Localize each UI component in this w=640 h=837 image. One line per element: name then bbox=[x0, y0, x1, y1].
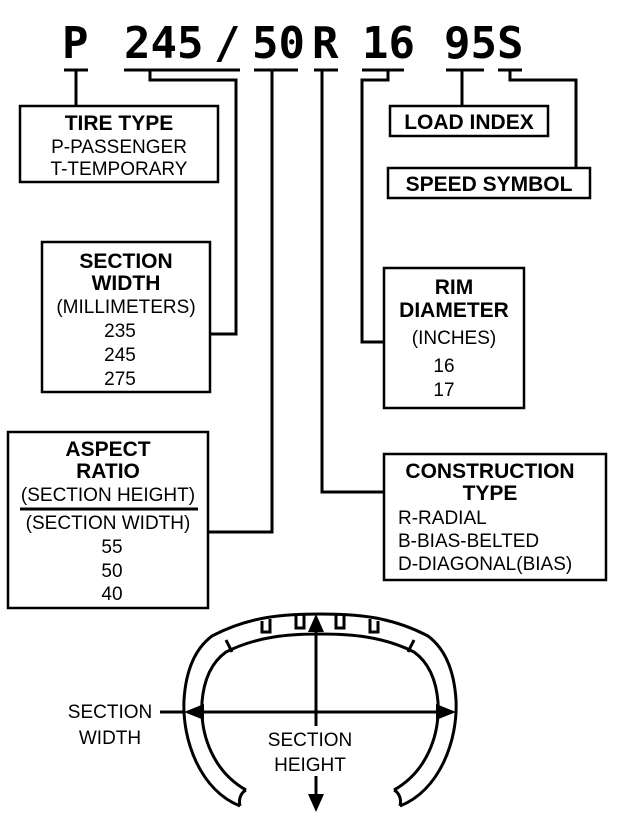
aspect-ratio-value: 40 bbox=[101, 584, 122, 605]
speed-symbol-frame bbox=[386, 166, 592, 200]
connector-lines bbox=[74, 70, 578, 534]
aspect-ratio-value: 55 bbox=[101, 537, 122, 558]
tire-type-frame bbox=[18, 104, 220, 184]
section-height-label-bg bbox=[262, 726, 358, 776]
aspect-ratio-box: ASPECT RATIO (SECTION HEIGHT) (SECTION W… bbox=[6, 430, 210, 610]
rim-diameter-title-1: RIM bbox=[435, 276, 474, 299]
speed-symbol-title: SPEED SYMBOL bbox=[406, 173, 573, 196]
tire-type-box: TIRE TYPE P-PASSENGER T-TEMPORARY bbox=[18, 104, 220, 184]
section-height-label-2: HEIGHT bbox=[274, 755, 346, 776]
aspect-ratio-numerator: (SECTION HEIGHT) bbox=[21, 485, 195, 506]
connector-section-width bbox=[148, 70, 238, 336]
tire-bead-right bbox=[393, 788, 402, 807]
section-width-label-1: SECTION bbox=[68, 702, 152, 723]
aspect-ratio-denominator: (SECTION WIDTH) bbox=[26, 513, 191, 534]
aspect-ratio-title-1: ASPECT bbox=[65, 438, 150, 461]
section-width-label-2: WIDTH bbox=[79, 728, 141, 749]
tire-type-line-2: T-TEMPORARY bbox=[51, 159, 188, 180]
load-index-frame bbox=[388, 104, 550, 138]
tread-shoulder-right bbox=[406, 639, 416, 653]
aspect-ratio-frame bbox=[6, 430, 210, 610]
section-width-title-1: SECTION bbox=[79, 250, 172, 273]
construction-type-line-2: B-BIAS-BELTED bbox=[398, 531, 539, 552]
construction-type-title-1: CONSTRUCTION bbox=[405, 460, 574, 483]
code-section-width: 245 bbox=[124, 18, 203, 69]
section-height-arrowhead-top bbox=[308, 614, 324, 632]
tread-groove bbox=[334, 615, 346, 630]
code-prefix: P bbox=[62, 18, 89, 69]
section-width-unit: (MILLIMETERS) bbox=[56, 297, 195, 318]
connector-speed-symbol bbox=[508, 70, 578, 168]
connector-aspect-ratio bbox=[208, 70, 274, 534]
section-width-value: 235 bbox=[104, 321, 136, 342]
section-width-value: 245 bbox=[104, 345, 136, 366]
section-height-label-1: SECTION bbox=[268, 730, 352, 751]
speed-symbol-box: SPEED SYMBOL bbox=[386, 166, 592, 200]
aspect-ratio-value: 50 bbox=[101, 561, 122, 582]
section-width-title-2: WIDTH bbox=[92, 272, 161, 295]
section-width-value: 275 bbox=[104, 369, 136, 390]
construction-type-frame bbox=[382, 452, 608, 582]
tire-outer-profile bbox=[182, 612, 458, 808]
rim-diameter-value: 17 bbox=[433, 380, 454, 401]
aspect-ratio-title-2: RATIO bbox=[76, 460, 140, 483]
load-index-box: LOAD INDEX bbox=[388, 104, 550, 138]
connector-rim-diameter bbox=[360, 70, 390, 344]
load-index-title: LOAD INDEX bbox=[404, 111, 534, 134]
code-service-description: 95S bbox=[444, 18, 523, 69]
tire-type-title: TIRE TYPE bbox=[65, 112, 174, 135]
rim-diameter-frame bbox=[382, 266, 526, 410]
construction-type-line-1: R-RADIAL bbox=[398, 508, 487, 529]
construction-type-title-2: TYPE bbox=[463, 482, 518, 505]
construction-type-line-3: D-DIAGONAL(BIAS) bbox=[398, 554, 572, 575]
tire-cross-section: SECTION WIDTH SECTION HEIGHT bbox=[68, 612, 458, 812]
code-rim-diameter: 16 bbox=[362, 18, 415, 69]
connector-construction bbox=[320, 70, 384, 494]
tire-type-line-1: P-PASSENGER bbox=[51, 137, 187, 158]
section-width-frame bbox=[40, 240, 212, 394]
section-width-box: SECTION WIDTH (MILLIMETERS) 235 245 275 bbox=[40, 240, 212, 394]
rim-diameter-value: 16 bbox=[433, 356, 454, 377]
construction-type-box: CONSTRUCTION TYPE R-RADIAL B-BIAS-BELTED… bbox=[382, 452, 608, 582]
code-construction: R bbox=[312, 18, 339, 69]
tread-groove bbox=[368, 619, 380, 634]
rim-diameter-title-2: DIAMETER bbox=[399, 299, 509, 322]
tire-bead-left bbox=[238, 788, 247, 807]
section-width-arrowhead-left bbox=[184, 704, 204, 720]
code-aspect-ratio: 50 bbox=[252, 18, 305, 69]
section-height-arrowhead-bottom bbox=[308, 794, 324, 812]
rim-diameter-box: RIM DIAMETER (INCHES) 16 17 bbox=[382, 266, 526, 410]
tread-groove bbox=[260, 619, 272, 634]
code-slash: / bbox=[214, 18, 241, 69]
rim-diameter-unit: (INCHES) bbox=[412, 328, 496, 349]
tread-shoulder-left bbox=[224, 639, 234, 653]
section-width-arrowhead-right bbox=[436, 704, 456, 720]
tread-groove bbox=[294, 615, 306, 630]
